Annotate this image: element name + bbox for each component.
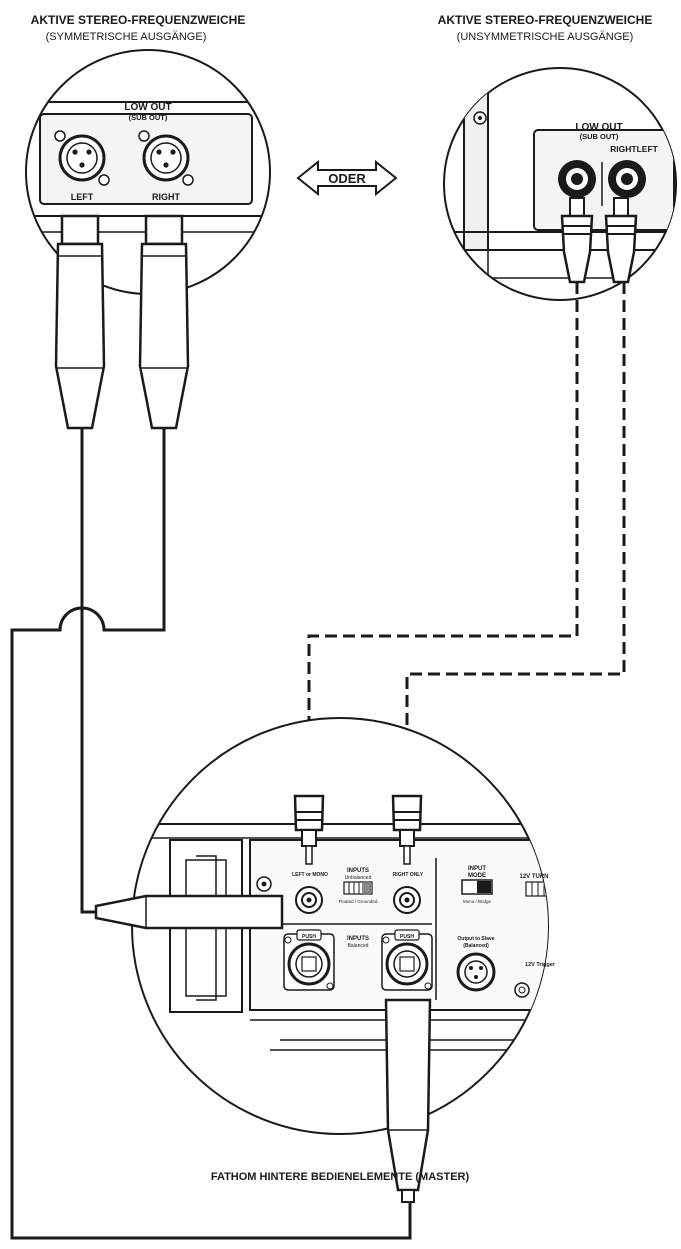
rca-jack-2 (608, 160, 646, 198)
amp-mode-label: MODE (468, 873, 486, 879)
amp-push-left-label: PUSH (302, 934, 316, 940)
left-low-out-label: LOW OUT (124, 102, 171, 113)
amp-inputs-unbal-label: INPUTS (347, 868, 369, 874)
amp-left-or-mono-label: LEFT or MONO (292, 872, 328, 878)
right-low-out-label: LOW OUT (575, 122, 622, 133)
amp-rca-plug-right (391, 794, 423, 865)
amp-balanced-label: Balanced (348, 943, 369, 949)
oder-arrow: ODER (296, 159, 398, 197)
amp-floated-grounded-label: Floated / Grounded (339, 899, 378, 904)
oder-label: ODER (328, 171, 366, 186)
amplifier-rear-panel: LEFT or MONO INPUTS Unbalanced Floated /… (131, 717, 556, 1135)
amp-mono-bridge-label: Mono / Bridge (463, 899, 492, 904)
rca-plug-b (604, 197, 638, 284)
amp-output-to-slave (456, 952, 496, 992)
amp-xlr-plug-horizontal (94, 894, 284, 930)
bottom-caption: FATHOM HINTERE BEDIENELEMENTE (MASTER) (211, 1171, 470, 1183)
xlr-solid-cables (10, 428, 412, 1240)
amp-unbalanced-label: Unbalanced (345, 875, 372, 881)
xlr-left-jack (54, 130, 110, 186)
left-subtitle: (SYMMETRISCHE AUSGÄNGE) (46, 31, 207, 43)
amp-push-right-label: PUSH (400, 934, 414, 940)
xlr-plug-right (138, 214, 190, 430)
right-sub-out-label: (SUB OUT) (580, 132, 619, 141)
rca-jack-1 (558, 160, 596, 198)
right-jack-label: RIGHT (152, 192, 181, 202)
amp-xlr-plug-vertical (384, 998, 432, 1203)
amp-output-slave-label: Output to Slave (458, 936, 495, 942)
amp-inputs-bal-label: INPUTS (347, 936, 369, 942)
xlr-plug-left (54, 214, 106, 430)
amp-12v-turn-label: 12V TURN (519, 874, 548, 880)
right-crossover-detail: LOW OUT (SUB OUT) RIGHTLEFT (443, 67, 677, 301)
amp-input-label: INPUT (468, 866, 486, 872)
ground-switch (343, 881, 373, 895)
right-left-label: RIGHTLEFT (610, 144, 658, 154)
amp-12v-trigger-label: 12V Trigger (525, 962, 556, 968)
amp-rca-right (393, 886, 421, 914)
right-subtitle: (UNSYMMETRISCHE AUSGÄNGE) (457, 31, 634, 43)
left-jack-label: LEFT (71, 192, 94, 202)
right-title: AKTIVE STEREO-FREQUENZWEICHE (438, 13, 653, 27)
left-title: AKTIVE STEREO-FREQUENZWEICHE (31, 13, 246, 27)
xlr-right-jack (138, 130, 194, 186)
amp-rca-plug-left (293, 794, 325, 865)
amp-rca-left (295, 886, 323, 914)
amp-right-only-label: RIGHT ONLY (393, 872, 424, 878)
input-mode-switch (461, 879, 493, 895)
twelve-v-switch (525, 881, 548, 897)
rca-plug-a (560, 197, 594, 284)
left-sub-out-label: (SUB OUT) (129, 113, 168, 122)
amp-combo-input-left (283, 929, 335, 991)
amp-balanced-out-label: (Balanced) (463, 943, 489, 949)
amp-combo-input-right (381, 929, 433, 991)
